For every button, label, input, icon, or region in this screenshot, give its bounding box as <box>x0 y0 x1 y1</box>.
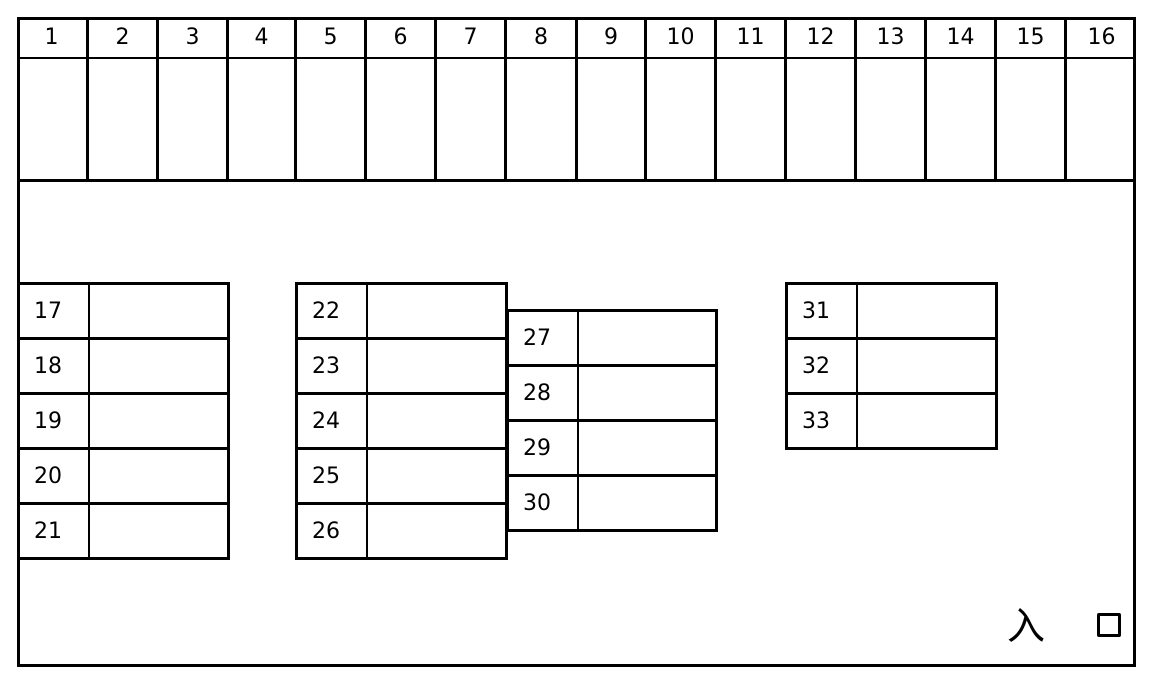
stall-number: 32 <box>788 340 858 392</box>
stall-22: 22 <box>295 282 508 340</box>
stall-17: 17 <box>17 282 230 340</box>
top-stall-6: 6 <box>367 17 437 182</box>
stall-33: 33 <box>785 392 998 450</box>
stall-25: 25 <box>295 447 508 505</box>
stall-24: 24 <box>295 392 508 450</box>
stall-21: 21 <box>17 502 230 560</box>
stall-number: 29 <box>509 422 579 474</box>
stall-number: 23 <box>298 340 368 392</box>
stall-number: 21 <box>20 505 90 557</box>
stall-number: 10 <box>647 17 714 59</box>
top-stall-13: 13 <box>857 17 927 182</box>
stall-number: 15 <box>997 17 1064 59</box>
stall-number: 20 <box>20 450 90 502</box>
stall-number: 11 <box>717 17 784 59</box>
stall-number: 28 <box>509 367 579 419</box>
stall-number: 14 <box>927 17 994 59</box>
stall-29: 29 <box>506 419 718 477</box>
stall-number: 25 <box>298 450 368 502</box>
stall-18: 18 <box>17 337 230 395</box>
stall-number: 6 <box>367 17 434 59</box>
stall-number: 17 <box>20 285 90 337</box>
top-stall-16: 16 <box>1067 17 1136 182</box>
stall-number: 22 <box>298 285 368 337</box>
top-stall-7: 7 <box>437 17 507 182</box>
stall-number: 26 <box>298 505 368 557</box>
stall-20: 20 <box>17 447 230 505</box>
stall-number: 9 <box>578 17 644 59</box>
stall-19: 19 <box>17 392 230 450</box>
top-stall-1: 1 <box>17 17 89 182</box>
stall-30: 30 <box>506 474 718 532</box>
entrance-label: 入 <box>1007 604 1046 648</box>
stall-number: 1 <box>17 17 86 59</box>
top-stall-5: 5 <box>297 17 367 182</box>
stall-number: 16 <box>1067 17 1136 59</box>
top-stall-9: 9 <box>578 17 647 182</box>
stall-number: 33 <box>788 395 858 447</box>
top-stall-11: 11 <box>717 17 787 182</box>
stall-28: 28 <box>506 364 718 422</box>
top-stall-3: 3 <box>159 17 229 182</box>
stall-number: 5 <box>297 17 364 59</box>
stall-number: 13 <box>857 17 924 59</box>
stall-31: 31 <box>785 282 998 340</box>
top-stall-12: 12 <box>787 17 857 182</box>
stall-number: 7 <box>437 17 504 59</box>
top-stall-10: 10 <box>647 17 717 182</box>
top-stall-15: 15 <box>997 17 1067 182</box>
stall-number: 19 <box>20 395 90 447</box>
top-stall-8: 8 <box>507 17 578 182</box>
stall-number: 4 <box>229 17 294 59</box>
stall-23: 23 <box>295 337 508 395</box>
top-stall-14: 14 <box>927 17 997 182</box>
top-stall-4: 4 <box>229 17 297 182</box>
stall-number: 31 <box>788 285 858 337</box>
stall-number: 30 <box>509 477 579 529</box>
stall-26: 26 <box>295 502 508 560</box>
stall-number: 24 <box>298 395 368 447</box>
stall-27: 27 <box>506 309 718 367</box>
stall-number: 18 <box>20 340 90 392</box>
stall-number: 2 <box>89 17 156 59</box>
stall-32: 32 <box>785 337 998 395</box>
stall-number: 27 <box>509 312 579 364</box>
square-outline-icon <box>1097 613 1121 637</box>
stall-number: 8 <box>507 17 575 59</box>
stall-number: 12 <box>787 17 854 59</box>
top-stall-2: 2 <box>89 17 159 182</box>
stall-number: 3 <box>159 17 226 59</box>
